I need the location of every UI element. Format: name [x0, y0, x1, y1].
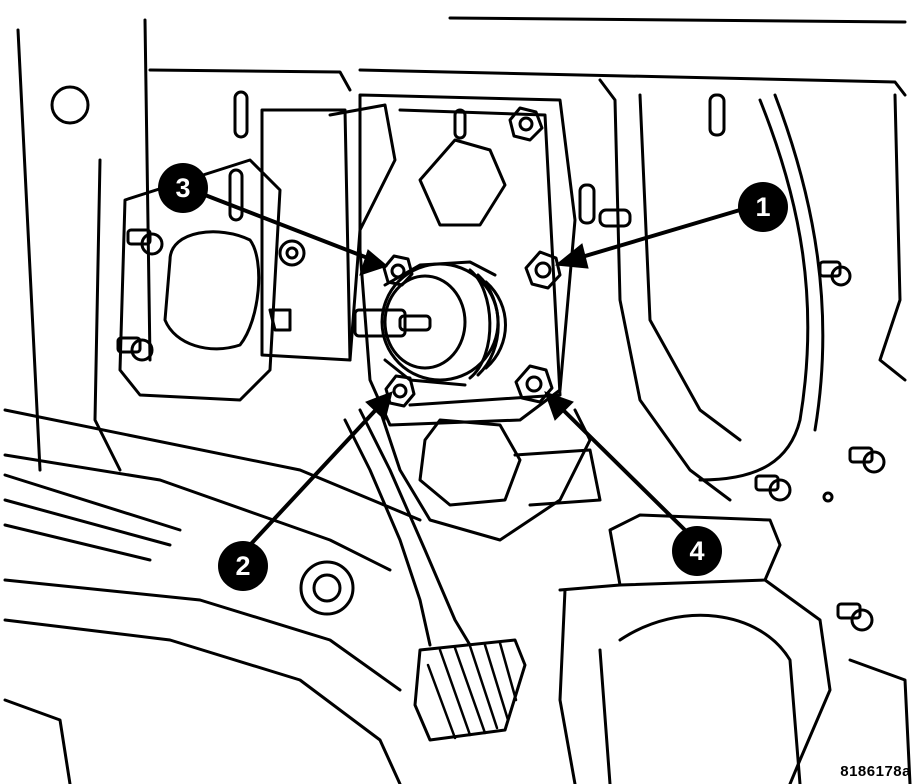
left-pillar — [143, 18, 152, 362]
cross-beam-stripe-2 — [3, 498, 172, 547]
stud-right-2 — [848, 446, 886, 474]
pedal-arm-right — [358, 408, 472, 647]
top-panel-edge — [448, 16, 907, 24]
left-bracket-plate — [118, 158, 282, 402]
cylinder-rib-2 — [476, 273, 500, 377]
top-panel-edge-3 — [148, 68, 352, 92]
left-column-inner — [93, 158, 122, 472]
beam-boss-inner — [312, 573, 342, 603]
stud-left-lower — [116, 336, 154, 362]
central-plate — [358, 93, 577, 427]
pedal-pad-grooves — [426, 641, 518, 740]
tab-hook — [268, 308, 292, 332]
pushrod-tip — [398, 314, 432, 332]
lower-housing-left — [558, 588, 577, 784]
pedal-pad — [413, 638, 527, 742]
right-slot-1 — [578, 183, 596, 225]
bracket-tab-right — [513, 448, 602, 507]
callout-3: 3 — [158, 163, 208, 213]
right-wavy-line-2 — [773, 93, 825, 432]
callout-2: 2 — [218, 541, 268, 591]
svg-text:4: 4 — [689, 536, 704, 566]
tab-slot — [233, 90, 249, 139]
left-column-edge — [16, 28, 42, 472]
lower-housing-body — [558, 578, 832, 784]
lower-housing-inner — [598, 613, 802, 784]
cross-beam-bottom — [3, 618, 402, 784]
bracket-lower-pad — [418, 418, 522, 507]
right-outer-edge — [878, 93, 907, 382]
leader-arrow-3 — [359, 249, 389, 276]
beam-boss-outer — [299, 560, 355, 616]
mounting-nut-4 — [514, 364, 554, 404]
right-slot-2 — [708, 93, 726, 137]
mounting-nut-2 — [384, 374, 416, 408]
mounting-nut-3 — [382, 254, 414, 287]
small-hole-right — [822, 491, 834, 503]
bracket-lower-body — [378, 408, 592, 542]
left-bracket-cutout — [163, 230, 261, 351]
cross-beam-top — [3, 408, 422, 522]
leader-line-2 — [248, 398, 387, 547]
cross-beam-lower — [3, 578, 402, 692]
center-cutout — [418, 138, 507, 227]
right-panel-edge-2 — [638, 93, 742, 442]
figure-id-label: 8186178a — [840, 763, 911, 780]
pushrod — [353, 308, 407, 338]
top-panel-edge-2 — [358, 68, 907, 97]
cylinder-rib-1 — [468, 268, 492, 380]
mounting-nut-1 — [524, 250, 562, 290]
bracket-slot — [228, 168, 244, 222]
leader-arrow-2 — [365, 391, 393, 421]
leader-arrow-4 — [544, 391, 574, 421]
pedal-arm-left — [343, 418, 432, 647]
right-wavy-line — [698, 98, 810, 482]
cross-beam-edge — [3, 698, 72, 784]
stud-left-upper — [126, 228, 164, 256]
stud-center-upper — [278, 239, 306, 267]
cross-beam-stripe-3 — [3, 523, 152, 562]
callout-4: 4 — [672, 526, 722, 576]
stud-right-3 — [754, 474, 792, 502]
tab-flange — [328, 103, 397, 362]
right-panel-edge — [598, 78, 732, 502]
lower-right-corner — [848, 658, 912, 784]
cylinder-face — [383, 274, 467, 370]
callout-1: 1 — [738, 182, 788, 232]
central-plate-inner — [398, 108, 562, 407]
svg-text:2: 2 — [235, 551, 250, 581]
cross-beam-stripe-1 — [3, 473, 182, 532]
stud-right-4 — [836, 602, 874, 632]
leader-line-1 — [563, 208, 742, 264]
cross-beam-upper — [3, 453, 392, 572]
cylinder-rib-3 — [484, 280, 507, 370]
stud-right-1 — [818, 260, 852, 287]
hole-top-left — [50, 85, 90, 125]
leader-line-3 — [203, 193, 380, 264]
plate-slot-top — [453, 108, 467, 140]
right-slot-3 — [598, 208, 632, 228]
leader-arrow-1 — [554, 243, 589, 269]
leader-line-4 — [551, 398, 692, 537]
svg-text:1: 1 — [755, 192, 770, 222]
leader-lines — [203, 193, 742, 547]
svg-text:3: 3 — [175, 173, 190, 203]
top-nut — [508, 106, 544, 142]
